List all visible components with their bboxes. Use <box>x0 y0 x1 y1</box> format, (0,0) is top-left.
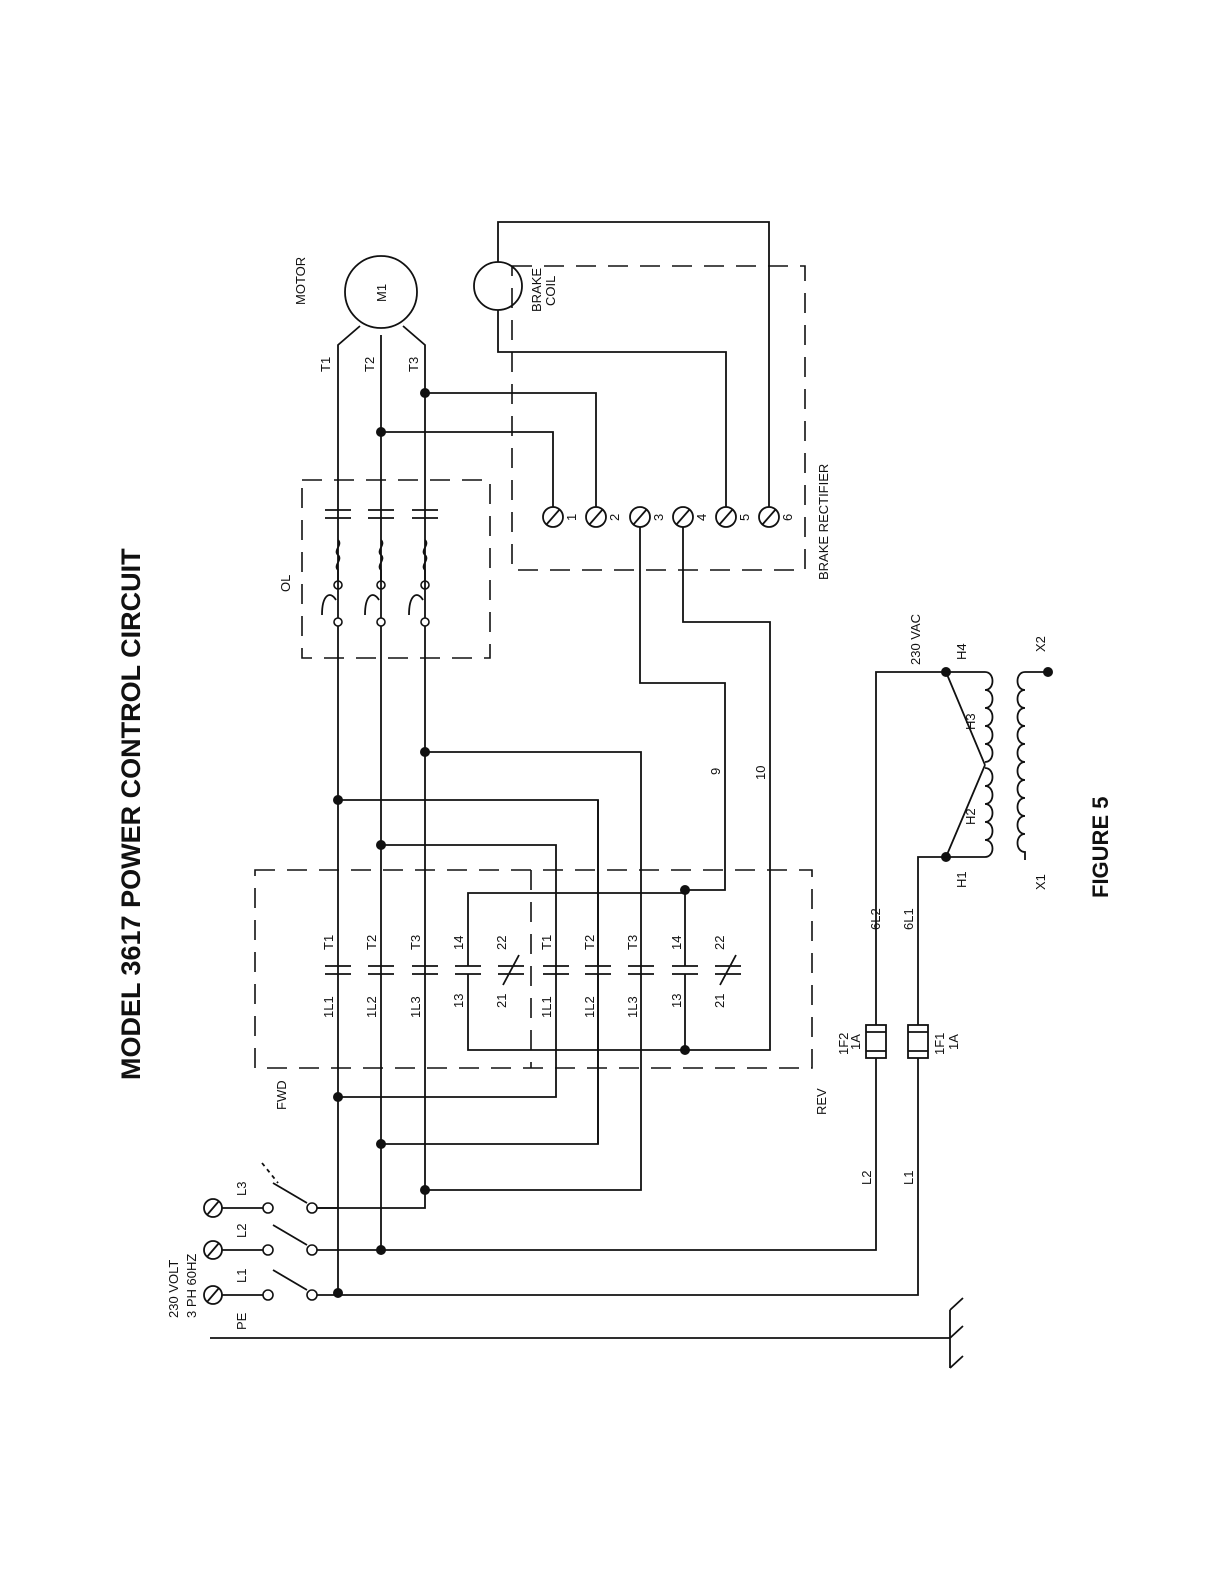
fwd-t2-label: T2 <box>364 935 379 950</box>
l2-control-label: L2 <box>859 1171 874 1185</box>
rev-1l2-label: 1L2 <box>582 996 597 1018</box>
l2-supply-label: L2 <box>234 1224 249 1238</box>
h1-label: H1 <box>954 871 969 888</box>
fwd-22-label: 22 <box>494 936 509 950</box>
motor-label: MOTOR <box>293 257 308 305</box>
fwd-14-label: 14 <box>451 936 466 950</box>
wire-10 <box>683 517 770 1050</box>
overload-enclosure <box>302 480 490 658</box>
rev-label: REV <box>814 1088 829 1115</box>
rectifier-input-2 <box>425 393 596 507</box>
wire-9-label: 9 <box>708 768 723 775</box>
fuse-1f1-label: 1F1 <box>932 1033 947 1055</box>
rev-t2-label: T2 <box>582 935 597 950</box>
fwd-t1-label: T1 <box>321 935 336 950</box>
wire-10-label: 10 <box>753 766 768 780</box>
rectifier-terminal-5: 5 <box>737 514 752 521</box>
rev-13-label: 13 <box>669 994 684 1008</box>
l2-feed-wire <box>317 1058 876 1250</box>
rectifier-terminal-3: 3 <box>651 514 666 521</box>
diagram-title: MODEL 3617 POWER CONTROL CIRCUIT <box>116 548 146 1080</box>
l1-supply-label: L1 <box>234 1269 249 1283</box>
fuse-1f1 <box>908 1025 928 1058</box>
h3-label: H3 <box>963 713 978 730</box>
overload-label: OL <box>278 575 293 592</box>
transformer-voltage-label: 230 VAC <box>908 614 923 665</box>
fwd-1l3-label: 1L3 <box>408 996 423 1018</box>
transformer-6l1-lead <box>918 857 946 1025</box>
fwd-21-label: 21 <box>494 994 509 1008</box>
brake-rectifier-label: BRAKE RECTIFIER <box>816 464 831 580</box>
fuse-1f1-rating: 1A <box>946 1034 961 1050</box>
fuse-1f2 <box>866 1025 886 1058</box>
supply-voltage-label: 230 VOLT <box>166 1260 181 1318</box>
fwd-label: FWD <box>274 1080 289 1110</box>
rev-t1-label: T1 <box>539 935 554 950</box>
fwd-1l1-label: 1L1 <box>321 996 336 1018</box>
x1-label: X1 <box>1033 874 1048 890</box>
supply-terminals <box>204 1199 222 1304</box>
rev-21-label: 21 <box>712 994 727 1008</box>
aux-14-wire <box>468 893 685 966</box>
supply-phase-label: 3 PH 60HZ <box>184 1254 199 1318</box>
motor-t1-label: T1 <box>318 357 333 372</box>
l3-supply-label: L3 <box>234 1182 249 1196</box>
figure-caption: FIGURE 5 <box>1088 797 1113 898</box>
control-transformer <box>946 672 1048 860</box>
fwd-t3-label: T3 <box>408 935 423 950</box>
x2-label: X2 <box>1033 636 1048 652</box>
transformer-6l2-lead <box>876 672 946 1025</box>
pe-ground-line <box>210 1298 963 1368</box>
brake-coil-wire-6 <box>498 222 769 507</box>
rev-1l1-label: 1L1 <box>539 996 554 1018</box>
motor-t2-label: T2 <box>362 357 377 372</box>
rev-1l3-label: 1L3 <box>625 996 640 1018</box>
rectifier-terminal-1: 1 <box>564 514 579 521</box>
brake-coil-label-2: COIL <box>543 276 558 306</box>
junction-dots <box>333 388 1053 1298</box>
overload-relay <box>322 510 438 626</box>
fwd-13-label: 13 <box>451 994 466 1008</box>
motor-t3-label: T3 <box>406 357 421 372</box>
6l2-label: 6L2 <box>868 908 883 930</box>
rev-22-label: 22 <box>712 936 727 950</box>
brake-coil <box>474 262 522 310</box>
brake-coil-label-1: BRAKE <box>529 268 544 312</box>
reversing-cross-wiring <box>338 752 641 1190</box>
l1-control-label: L1 <box>901 1171 916 1185</box>
rev-t3-label: T3 <box>625 935 640 950</box>
aux-13-wire <box>468 974 685 1050</box>
fwd-1l2-label: 1L2 <box>364 996 379 1018</box>
rectifier-terminal-6: 6 <box>780 514 795 521</box>
brake-coil-wire-5 <box>498 310 726 507</box>
fuse-1f2-rating: 1A <box>848 1034 863 1050</box>
6l1-label: 6L1 <box>901 908 916 930</box>
rectifier-terminal-2: 2 <box>607 514 622 521</box>
phase-3-bus <box>317 600 425 1208</box>
rectifier-input-1 <box>381 432 553 507</box>
h4-label: H4 <box>954 643 969 660</box>
rev-contacts <box>543 955 741 985</box>
rev-14-label: 14 <box>669 936 684 950</box>
rectifier-terminal-4: 4 <box>694 514 709 521</box>
motor-m1-label: M1 <box>374 284 389 302</box>
h2-label: H2 <box>963 808 978 825</box>
pe-label: PE <box>234 1312 249 1330</box>
